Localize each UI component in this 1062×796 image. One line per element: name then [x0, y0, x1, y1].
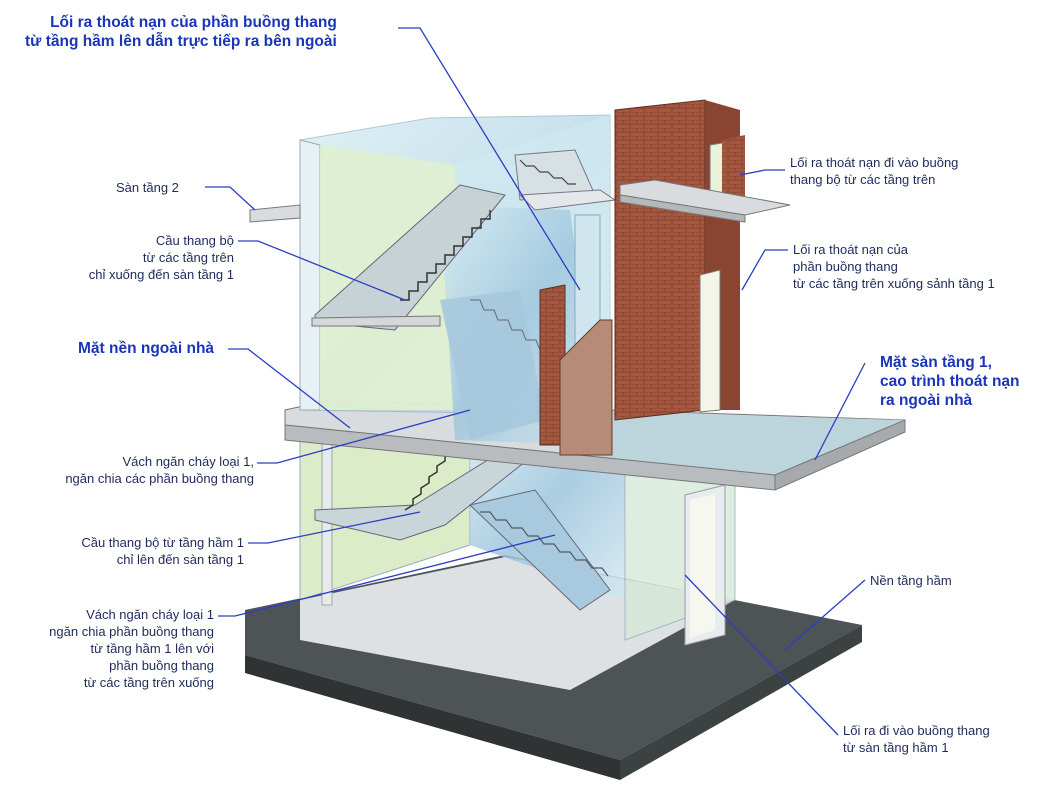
label-exit-upper-down: Lối ra thoát nạn của phần buồng thang từ…: [793, 242, 995, 291]
label-floor-2: Sàn tầng 2: [116, 180, 179, 195]
upper-stair: [314, 149, 617, 440]
label-basement-exit: Lối ra đi vào buồng thang từ sàn tầng hầ…: [843, 723, 990, 755]
label-upper-stair: Cầu thang bộ từ các tầng trên chỉ xuống …: [88, 233, 234, 282]
basement-floor-slab: [245, 555, 862, 780]
label-basement-floor: Nền tầng hầm: [870, 573, 952, 588]
label-top-exit: Lối ra thoát nạn của phần buồng thang từ…: [25, 14, 337, 50]
basement-stair: [314, 416, 611, 611]
label-firewall-2: Vách ngăn cháy loại 1 ngăn chia phần buồ…: [49, 607, 214, 690]
label-floor-1: Mặt sàn tầng 1, cao trình thoát nạn ra n…: [880, 354, 1020, 409]
label-exit-upper-in: Lối ra thoát nạn đi vào buồng thang bộ t…: [790, 155, 959, 187]
label-outside-ground: Mặt nền ngoài nhà: [78, 340, 215, 357]
label-firewall-1: Vách ngăn cháy loại 1, ngăn chia các phầ…: [65, 454, 254, 486]
second-floor-slab: [249, 179, 791, 327]
brick-column: [539, 99, 745, 456]
label-basement-stair: Cầu thang bộ từ tầng hầm 1 chỉ lên đến s…: [81, 535, 244, 567]
leader-lines: [205, 27, 866, 736]
